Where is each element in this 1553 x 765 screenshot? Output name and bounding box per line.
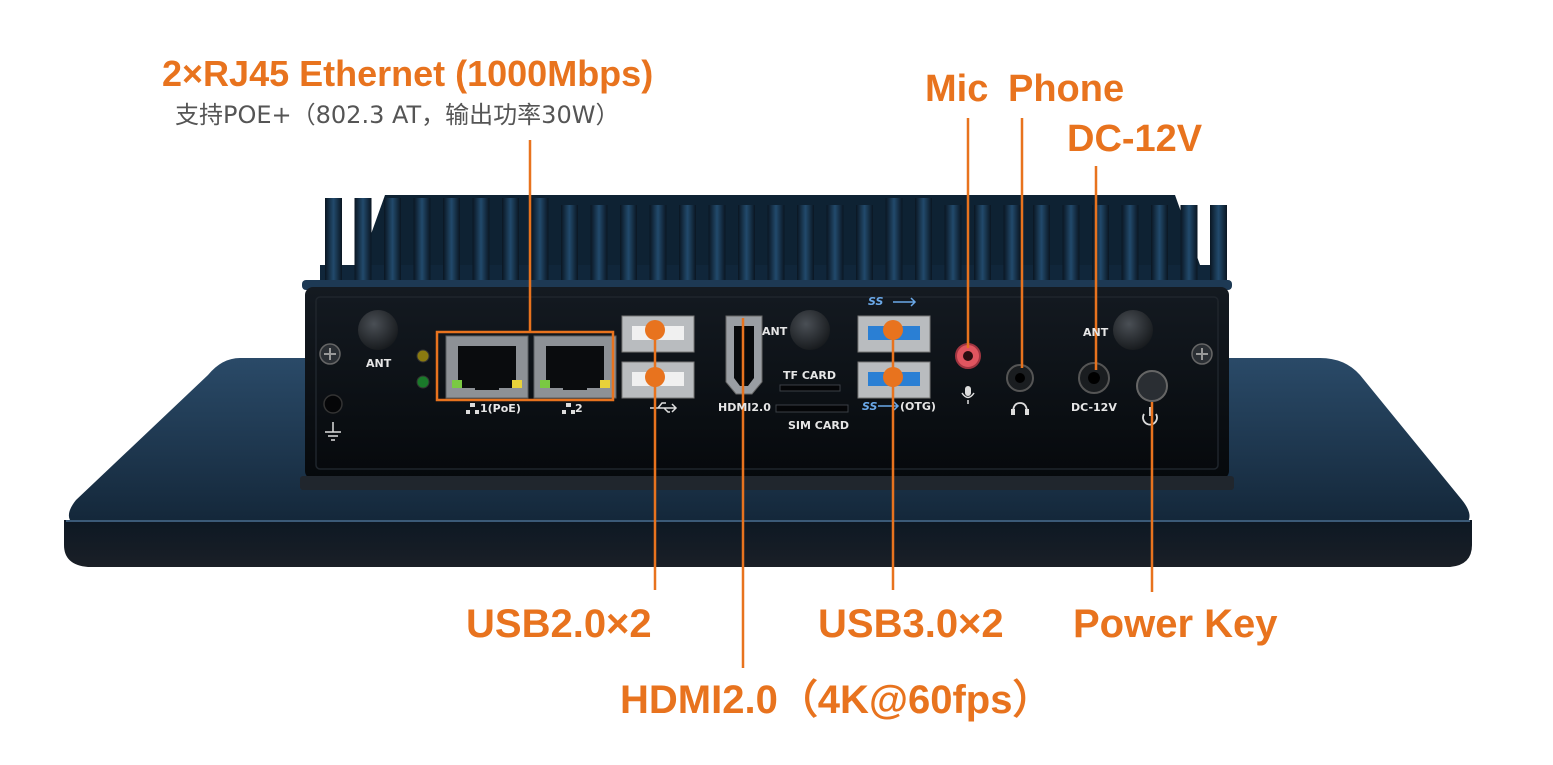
- heatsink-fin: [472, 198, 490, 285]
- silk-lan2: 2: [575, 402, 583, 415]
- rj45-ports: [445, 335, 617, 399]
- silk-lan1: 1(PoE): [480, 402, 521, 415]
- callout-hdmi: HDMI2.0（4K@60fps）: [620, 678, 1053, 722]
- callout-dc: DC-12V: [1067, 118, 1203, 160]
- chassis-face: [300, 280, 1234, 490]
- silk-ant-left: ANT: [366, 357, 392, 370]
- callout-ethernet-note: 支持POE+（802.3 AT，输出功率30W）: [175, 101, 620, 129]
- heatsink-fin: [354, 198, 372, 285]
- heatsink-fin: [620, 205, 637, 285]
- silk-ss-bottom: SS: [862, 400, 878, 413]
- sim-card-slot: [775, 404, 849, 413]
- silk-sim-card: SIM CARD: [788, 419, 849, 432]
- heatsink-fin: [1180, 205, 1198, 285]
- heatsink: [320, 195, 1227, 287]
- heatsink-fin: [502, 198, 519, 285]
- usb-icon: [650, 297, 917, 413]
- heatsink-fin: [885, 198, 903, 285]
- heatsink-fin: [944, 205, 962, 285]
- heatsink-fin: [413, 198, 431, 285]
- antenna-right-knob: [1113, 310, 1153, 350]
- callout-ethernet-title: 2×RJ45 Ethernet (1000Mbps): [162, 53, 654, 94]
- led-yellow: [416, 349, 430, 363]
- headphone-icon: [1011, 402, 1029, 415]
- heatsink-fin: [797, 205, 814, 285]
- led-green: [416, 375, 430, 389]
- heatsink-fin: [974, 205, 991, 285]
- heatsink-fin: [531, 198, 549, 285]
- callout-dots: [645, 320, 903, 387]
- screw-icon: [319, 343, 1213, 365]
- heatsink-fin: [856, 205, 873, 285]
- antenna-left-knob: [358, 310, 398, 350]
- heatsink-fin: [1092, 205, 1109, 285]
- silk-otg: (OTG): [900, 400, 936, 413]
- heatsink-fin: [738, 205, 755, 285]
- network-icon: [466, 403, 575, 414]
- heatsink-fin: [1062, 205, 1080, 285]
- callout-usb3: USB3.0×2: [818, 602, 1004, 646]
- heatsink-fin: [1033, 205, 1050, 285]
- heatsink-fin: [590, 205, 608, 285]
- silk-ant-right: ANT: [1083, 326, 1109, 339]
- heatsink-fin: [679, 205, 696, 285]
- power-icon: [1142, 407, 1158, 426]
- silk-dc: DC-12V: [1071, 401, 1117, 414]
- silk-ss-top: SS: [868, 295, 884, 308]
- phone-jack: [1006, 364, 1034, 392]
- callout-mic: Mic: [925, 68, 989, 110]
- callout-usb2: USB2.0×2: [466, 602, 652, 646]
- heatsink-fin: [826, 205, 844, 285]
- dc-jack: [1078, 362, 1110, 394]
- heatsink-fin: [767, 205, 785, 285]
- ground-icon: [323, 394, 343, 441]
- silk-tf-card: TF CARD: [783, 369, 837, 382]
- heatsink-fin: [1121, 205, 1139, 285]
- heatsink-fin: [1151, 205, 1168, 285]
- heatsink-fin: [561, 205, 578, 285]
- callout-phone: Phone: [1008, 68, 1125, 110]
- power-button: [1136, 370, 1168, 402]
- heatsink-fin: [1210, 205, 1227, 285]
- heatsink-fin: [649, 205, 667, 285]
- tf-card-slot: [779, 384, 841, 392]
- callout-power-key: Power Key: [1073, 602, 1278, 646]
- silk-hdmi: HDMI2.0: [718, 401, 771, 414]
- antenna-mid-knob: [790, 310, 830, 350]
- silk-ant-mid: ANT: [762, 325, 788, 338]
- heatsink-fin: [384, 198, 401, 285]
- heatsink-fin: [443, 198, 460, 285]
- heatsink-fin: [915, 198, 932, 285]
- mic-icon: [961, 386, 975, 404]
- heatsink-fin: [325, 198, 342, 285]
- heatsink-fin: [1003, 205, 1021, 285]
- heatsink-fin: [708, 205, 726, 285]
